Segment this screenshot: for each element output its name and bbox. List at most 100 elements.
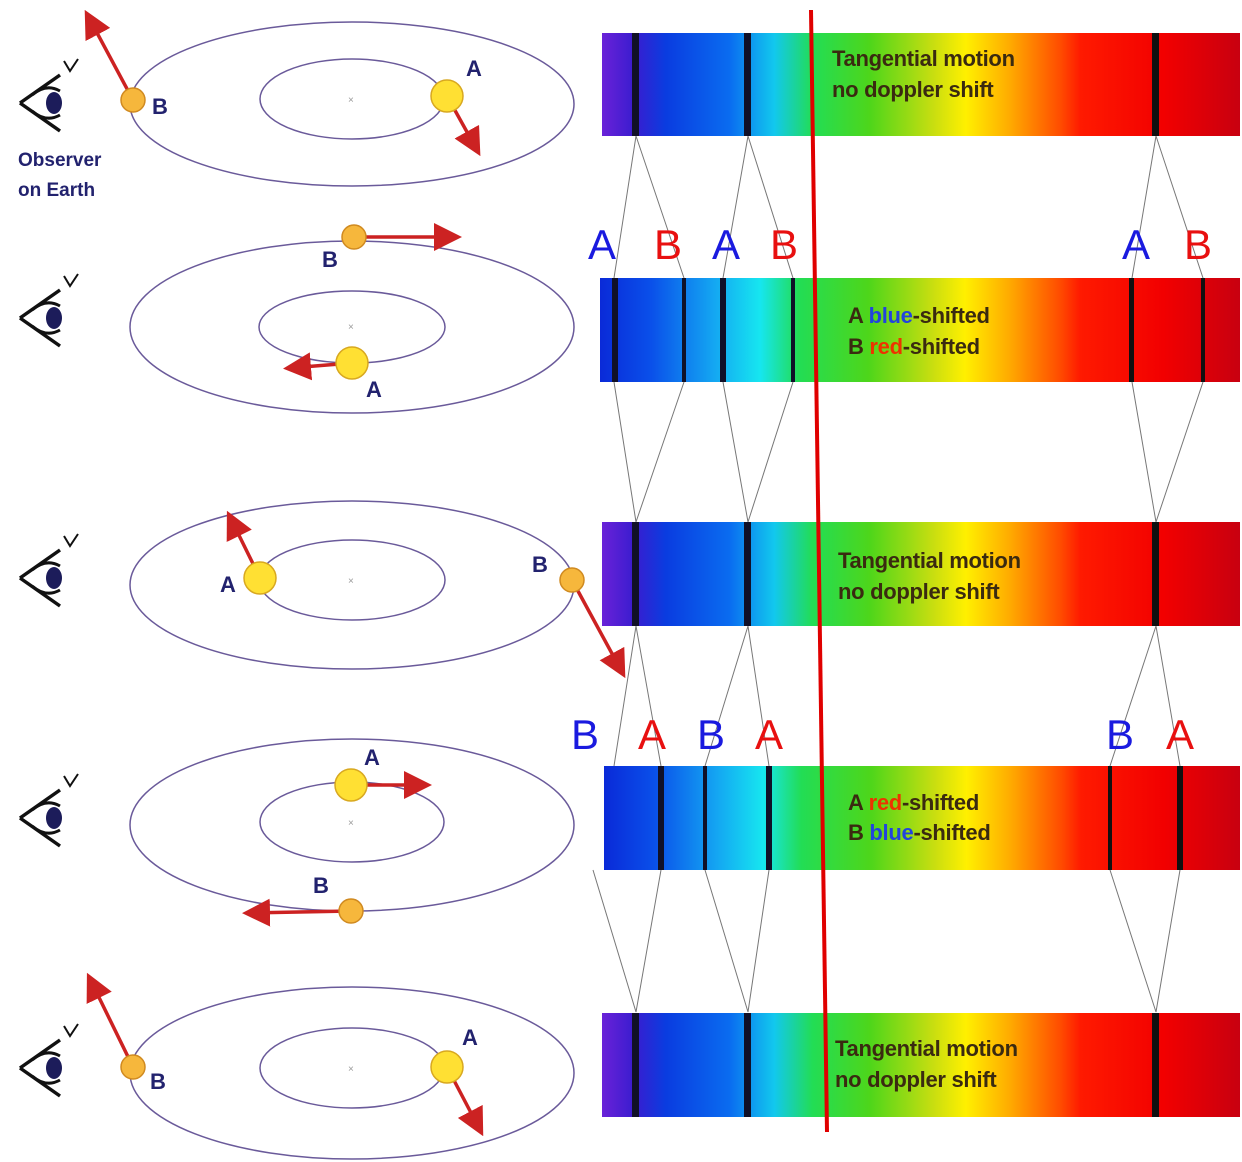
absorption-line-a: [1129, 278, 1134, 382]
line-label: B: [1184, 221, 1212, 268]
absorption-line: [744, 522, 751, 626]
star-a-label: A: [462, 1025, 478, 1050]
star-a-label: A: [220, 572, 236, 597]
star-a: [430, 1050, 464, 1084]
absorption-line: [1152, 33, 1159, 136]
absorption-line: [1152, 522, 1159, 626]
spectrum-caption-line2: no doppler shift: [835, 1067, 997, 1092]
line-label: A: [1122, 221, 1150, 268]
orbit-panel-5: × B A: [18, 972, 575, 1160]
velocity-arrow-b: [570, 579, 626, 679]
spectrum-bar-2: A blue-shifted B red-shifted: [600, 278, 1240, 382]
barycenter-mark: ×: [348, 576, 354, 587]
absorption-line-a: [658, 766, 664, 870]
line-labels-row-1: A B A B A B: [588, 221, 1212, 268]
observer-label-line1: Observer: [18, 150, 102, 171]
orbit-panel-2: × B A: [18, 223, 575, 414]
line-label: B: [770, 221, 798, 268]
spectrum-bar-3: Tangential motion no doppler shift: [602, 522, 1240, 626]
spectrum-bar-1: Tangential motion no doppler shift: [602, 33, 1240, 136]
spectrum-caption-line1: A blue-shifted: [848, 303, 990, 328]
line-label: B: [1106, 711, 1134, 758]
line-label: B: [571, 711, 599, 758]
star-a: [334, 768, 368, 802]
line-label: A: [1166, 711, 1194, 758]
line-label: A: [712, 221, 740, 268]
line-labels-row-2: B A B A B A: [571, 711, 1194, 758]
star-b: [341, 224, 367, 250]
absorption-line: [744, 33, 751, 136]
star-b-label: B: [322, 247, 338, 272]
line-label: B: [654, 221, 682, 268]
connector-lines: [592, 135, 1204, 1013]
spectrum-caption-line2: B red-shifted: [848, 334, 980, 359]
eye-icon: [18, 532, 80, 608]
caption-color-word: blue: [869, 303, 913, 328]
star-b-label: B: [532, 552, 548, 577]
absorption-line: [744, 1013, 751, 1117]
spectrum-bar-5: Tangential motion no doppler shift: [602, 1013, 1240, 1117]
spectrum-caption-line1: Tangential motion: [832, 46, 1015, 71]
barycenter-mark: ×: [348, 95, 354, 106]
star-a: [430, 79, 464, 113]
absorption-line-a: [766, 766, 772, 870]
eye-icon: [18, 772, 80, 848]
star-a: [335, 346, 369, 380]
reference-line: [809, 9, 829, 1133]
absorption-line: [632, 1013, 639, 1117]
caption-color-word: red: [869, 790, 902, 815]
barycenter-mark: ×: [348, 322, 354, 333]
caption-prefix: A: [848, 790, 869, 815]
barycenter-mark: ×: [348, 818, 354, 829]
line-label: B: [697, 711, 725, 758]
absorption-line-a: [720, 278, 726, 382]
star-b-label: B: [150, 1069, 166, 1094]
caption-color-word: blue: [869, 820, 913, 845]
caption-prefix: B: [848, 820, 869, 845]
line-label: A: [638, 711, 666, 758]
observer-label-line2: on Earth: [18, 180, 95, 201]
absorption-line-b: [703, 766, 707, 870]
absorption-line-b: [1108, 766, 1112, 870]
absorption-line-b: [1201, 278, 1205, 382]
spectrum-caption-line1: Tangential motion: [835, 1036, 1018, 1061]
orbit-panel-3: × A B: [18, 500, 626, 679]
absorption-line-a: [612, 278, 618, 382]
star-b: [338, 898, 364, 924]
spectrum-bar-4: A red-shifted B blue-shifted: [604, 766, 1240, 870]
absorption-line-a: [1177, 766, 1183, 870]
absorption-line: [1152, 1013, 1159, 1117]
absorption-line-b: [682, 278, 686, 382]
absorption-line: [632, 522, 639, 626]
spectrum-caption-line2: no doppler shift: [838, 579, 1000, 604]
caption-suffix: -shifted: [913, 820, 990, 845]
star-b: [120, 87, 146, 113]
caption-suffix: -shifted: [902, 790, 979, 815]
star-b-label: B: [152, 94, 168, 119]
line-label: A: [588, 221, 616, 268]
spectrum-caption-line2: B blue-shifted: [848, 820, 990, 845]
velocity-arrow-b: [242, 898, 352, 927]
absorption-line: [632, 33, 639, 136]
star-b: [559, 567, 585, 593]
line-label: A: [755, 711, 783, 758]
spectrum-caption-line1: A red-shifted: [848, 790, 979, 815]
velocity-arrow-b: [84, 9, 135, 101]
star-a-label: A: [466, 56, 482, 81]
velocity-arrow-b: [86, 972, 135, 1068]
orbit-panel-4: × A B: [18, 738, 575, 927]
star-a-label: A: [366, 377, 382, 402]
star-b-label: B: [313, 873, 329, 898]
absorption-line-b: [791, 278, 795, 382]
spectrum-caption-line1: Tangential motion: [838, 548, 1021, 573]
caption-prefix: B: [848, 334, 869, 359]
eye-icon: [18, 57, 80, 133]
caption-prefix: A: [848, 303, 869, 328]
barycenter-mark: ×: [348, 1064, 354, 1075]
caption-suffix: -shifted: [913, 303, 990, 328]
star-a-label: A: [364, 745, 380, 770]
star-b: [120, 1054, 146, 1080]
orbit-panel-1: × B A Observer on Earth: [18, 9, 575, 201]
caption-color-word: red: [869, 334, 902, 359]
